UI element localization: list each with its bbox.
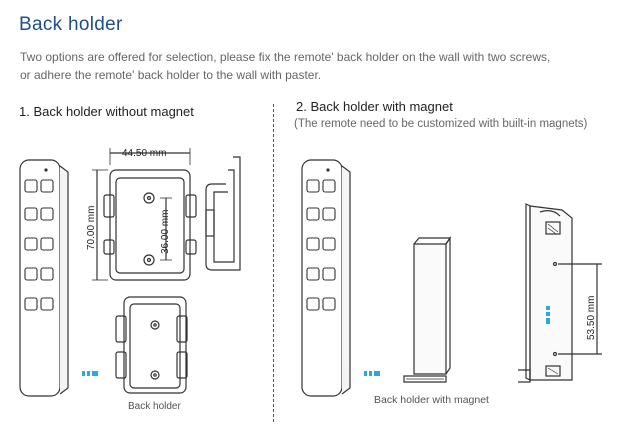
- magnetic-holder-caption: Back holder with magnet: [374, 394, 489, 406]
- back-holder-front-view: [92, 148, 197, 281]
- back-holder-side-view: [205, 156, 241, 271]
- magnet-holder-dimension: 53.50 mm: [586, 296, 597, 340]
- intro-line-1: Two options are offered for selection, p…: [20, 50, 551, 64]
- remote-1-illustration: [19, 159, 69, 397]
- back-holder-caption: Back holder: [128, 401, 181, 412]
- arrow-icon: [546, 306, 550, 324]
- back-holder-perspective-view: [115, 296, 188, 394]
- arrow-icon: [364, 371, 380, 376]
- intro-text: Two options are offered for selection, p…: [20, 48, 620, 84]
- option-2-note: (The remote need to be customized with b…: [294, 118, 588, 130]
- intro-line-2: or adhere the remote' back holder to the…: [20, 68, 322, 82]
- section-divider: [273, 104, 274, 422]
- page-title: Back holder: [19, 14, 123, 35]
- height-dimension: 70.00 mm: [86, 206, 97, 250]
- arrow-icon: [82, 371, 98, 376]
- option-2-heading: 2. Back holder with magnet: [296, 99, 453, 114]
- option-1-heading: 1. Back holder without magnet: [19, 104, 194, 119]
- magnetic-holder-back-view: [518, 203, 602, 383]
- width-dimension: 44.50 mm: [122, 148, 166, 159]
- hole-spacing-dimension: 36.00 mm: [160, 210, 171, 254]
- magnetic-holder-side-view: [403, 236, 452, 383]
- remote-2-illustration: [301, 159, 351, 397]
